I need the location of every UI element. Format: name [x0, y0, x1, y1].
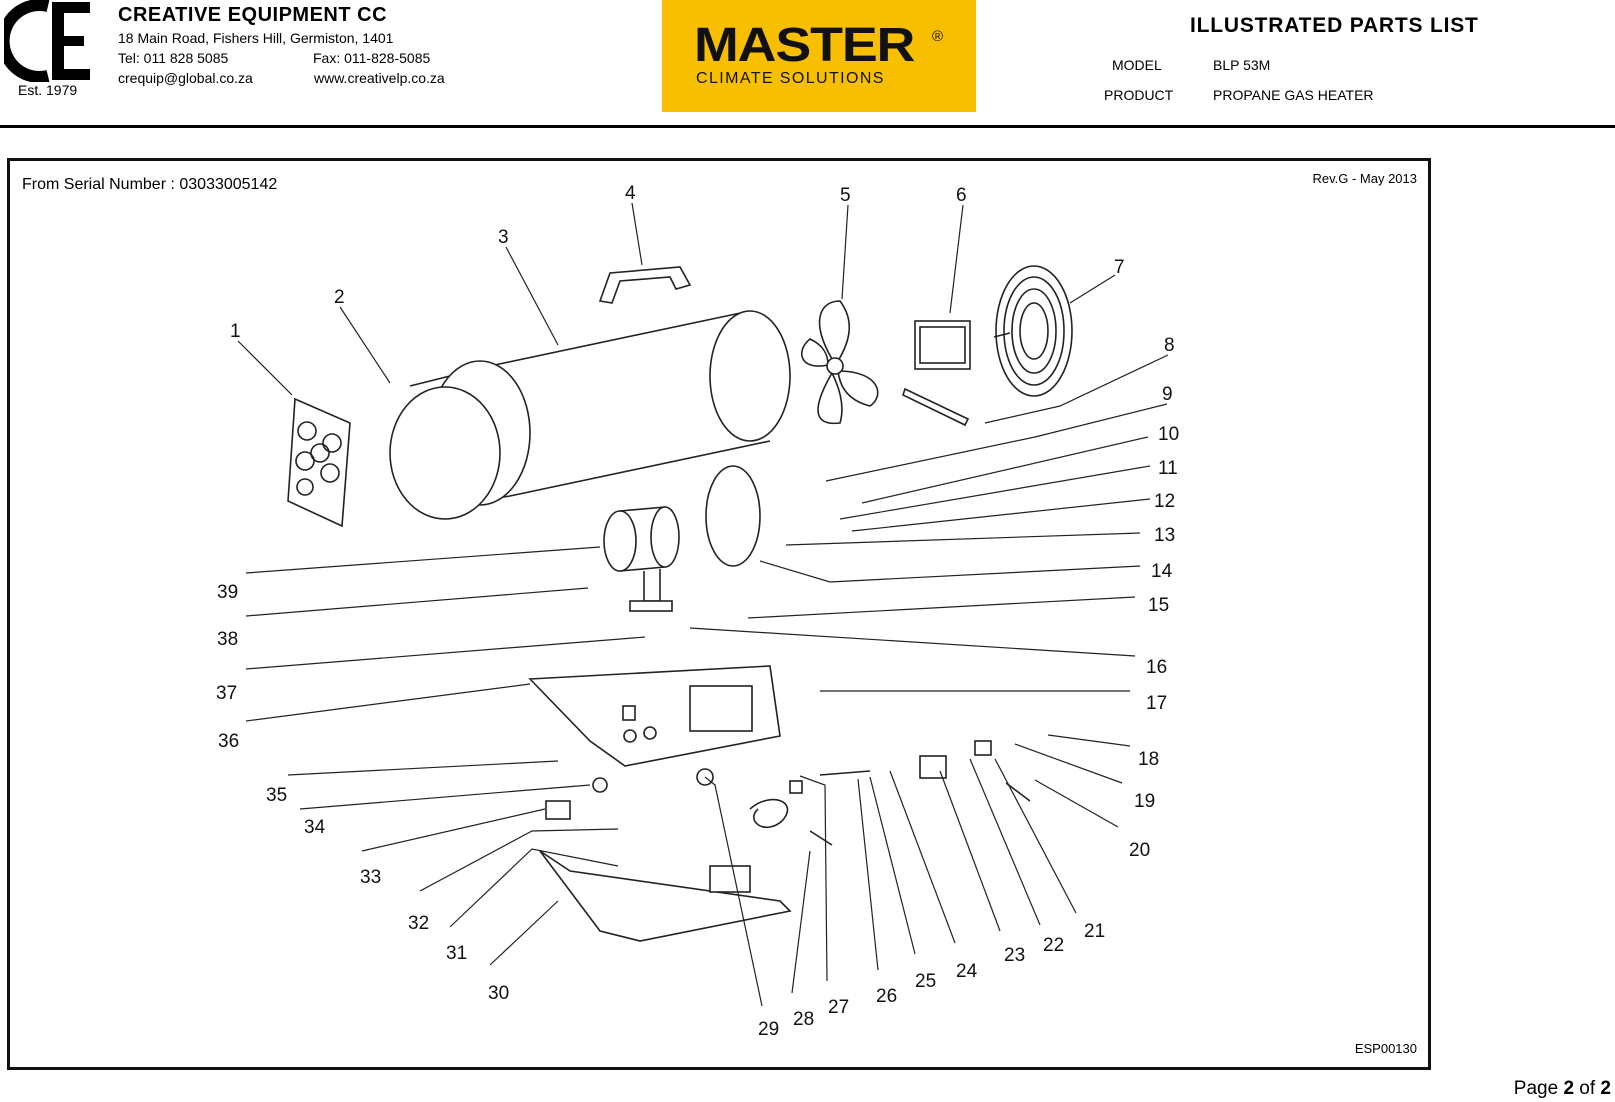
callout-number-29: 29 [758, 1019, 779, 1040]
page-number: Page 2 of 2 [1514, 1078, 1611, 1100]
callout-number-3: 3 [498, 227, 509, 248]
callout-number-31: 31 [446, 943, 467, 964]
callout-number-2: 2 [334, 287, 345, 308]
callout-number-10: 10 [1158, 424, 1179, 445]
company-name: CREATIVE EQUIPMENT CC [118, 4, 388, 26]
callout-number-14: 14 [1151, 561, 1173, 582]
callout-number-39: 39 [217, 582, 238, 603]
callout-number-1: 1 [230, 321, 241, 342]
company-email: crequip@global.co.za [118, 70, 253, 86]
serial-number-text: From Serial Number : 03033005142 [22, 176, 277, 193]
part-handle [598, 266, 692, 304]
exploded-diagram-frame: From Serial Number : 03033005142 Rev.G -… [7, 158, 1431, 1070]
callout-number-12: 12 [1154, 491, 1175, 512]
company-fax: Fax: 011-828-5085 [313, 50, 431, 66]
product-label: PRODUCT [1104, 87, 1174, 103]
revision-text: Rev.G - May 2013 [1312, 171, 1417, 186]
company-tel: Tel: 011 828 5085 [118, 50, 229, 66]
callout-number-38: 38 [217, 629, 238, 650]
company-website: www.creativelp.co.za [314, 70, 445, 86]
model-label: MODEL [1112, 57, 1162, 73]
part-control-chassis [528, 665, 781, 767]
part-fan-blade [800, 300, 879, 425]
callout-number-28: 28 [793, 1009, 814, 1030]
callout-number-34: 34 [304, 817, 326, 838]
drawing-code: ESP00130 [1355, 1041, 1417, 1056]
brand-tagline: CLIMATE SOLUTIONS [696, 70, 885, 87]
callout-number-32: 32 [408, 913, 429, 934]
callout-number-4: 4 [625, 183, 636, 204]
callout-number-11: 11 [1158, 458, 1178, 479]
callout-number-17: 17 [1146, 693, 1167, 714]
page-of: of [1574, 1078, 1601, 1099]
callout-number-21: 21 [1084, 921, 1105, 942]
callout-number-30: 30 [488, 983, 509, 1004]
callout-number-26: 26 [876, 986, 897, 1007]
callout-number-13: 13 [1154, 525, 1175, 546]
callout-number-35: 35 [266, 785, 287, 806]
model-value: BLP 53M [1213, 57, 1271, 73]
callout-number-5: 5 [840, 185, 851, 206]
brand-name: MASTER [694, 19, 915, 72]
callout-number-37: 37 [216, 683, 237, 704]
callout-leader-lines [237, 202, 1169, 1007]
callout-number-18: 18 [1138, 749, 1159, 770]
established-year: Est. 1979 [18, 82, 78, 98]
callout-number-20: 20 [1129, 840, 1150, 861]
callout-number-6: 6 [956, 185, 967, 206]
page-total: 2 [1600, 1078, 1611, 1099]
brand-registered-mark: ® [932, 28, 944, 45]
page-prefix: Page [1513, 1078, 1564, 1099]
part-combustion-chamber [603, 506, 680, 612]
part-bottom-tray [539, 850, 792, 942]
callout-number-19: 19 [1134, 791, 1155, 812]
part-gas-components [545, 740, 1031, 846]
callout-number-36: 36 [218, 731, 239, 752]
part-outer-housing [389, 310, 791, 520]
part-motor [902, 320, 971, 427]
callout-number-25: 25 [915, 971, 936, 992]
part-burner-plate [705, 465, 761, 567]
header-divider [0, 125, 1615, 128]
callout-number-15: 15 [1148, 595, 1169, 616]
document-title: ILLUSTRATED PARTS LIST [1190, 14, 1479, 37]
page-current: 2 [1563, 1078, 1575, 1099]
callout-number-16: 16 [1146, 657, 1167, 678]
part-inlet-grille [287, 397, 351, 528]
callout-number-9: 9 [1162, 384, 1173, 405]
part-fan-guard [993, 265, 1073, 397]
callout-numbers: 1 2 3 4 5 6 7 8 9 10 11 12 13 14 15 16 1… [216, 183, 1179, 1040]
product-value: PROPANE GAS HEATER [1213, 87, 1374, 103]
callout-number-24: 24 [956, 961, 978, 982]
company-address: 18 Main Road, Fishers Hill, Germiston, 1… [118, 30, 394, 46]
callout-number-27: 27 [828, 997, 849, 1018]
brand-logo: MASTER ® CLIMATE SOLUTIONS [662, 0, 976, 112]
callout-number-7: 7 [1114, 257, 1125, 278]
callout-number-23: 23 [1004, 945, 1025, 966]
callout-number-8: 8 [1164, 335, 1175, 356]
callout-number-33: 33 [360, 867, 381, 888]
callout-number-22: 22 [1043, 935, 1064, 956]
company-logo [0, 0, 94, 83]
